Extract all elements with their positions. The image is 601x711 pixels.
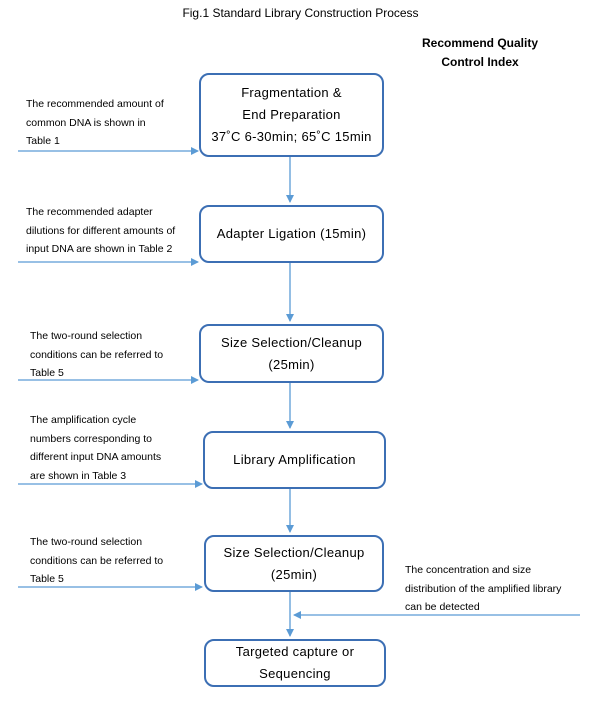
side-note-5-line-3: Table 5	[30, 573, 64, 585]
side-note-amplification-cycles: The amplification cycle numbers correspo…	[30, 411, 161, 485]
step-6-line-1: Targeted capture or	[235, 644, 355, 659]
step-1-line-3: 37˚C 6-30min; 65˚C 15min	[211, 129, 372, 144]
step-4-line-1: Library Amplification	[233, 452, 356, 467]
step-2-line-1: Adapter Ligation (15min)	[216, 226, 367, 241]
side-note-adapter-dilution: The recommended adapter dilutions for di…	[26, 203, 175, 259]
side-note-1-line-3: Table 1	[26, 135, 60, 147]
side-note-4-line-2: numbers corresponding to	[30, 432, 152, 445]
qc-heading: Recommend Quality Control Index	[405, 34, 555, 72]
side-note-4-line-1: The amplification cycle	[30, 414, 137, 426]
side-note-5-line-2: conditions can be referred to	[30, 554, 164, 567]
side-note-3-line-2: conditions can be referred to	[30, 348, 164, 361]
side-note-5-line-1: The two-round selection	[30, 536, 143, 548]
side-note-4-line-3: different input DNA amounts	[30, 451, 162, 463]
step-3-line-1: Size Selection/Cleanup	[220, 334, 363, 350]
step-3-line-2: (25min)	[268, 356, 315, 372]
side-note-1-line-2: common DNA is shown in	[26, 116, 146, 129]
side-note-4-line-4: are shown in Table 3	[30, 469, 127, 482]
qc-heading-line-1: Recommend Quality	[421, 36, 539, 50]
qc-note-line-3: can be detected	[405, 601, 480, 613]
qc-note-library-detection: The concentration and size distribution …	[405, 561, 561, 617]
step-1-line-1: Fragmentation &	[241, 85, 342, 100]
side-note-1-line-1: The recommended amount of	[26, 98, 164, 110]
side-note-dna-amount: The recommended amount of common DNA is …	[26, 95, 164, 151]
step-size-selection-2: Size Selection/Cleanup (25min)	[204, 535, 384, 592]
step-library-amplification: Library Amplification	[203, 431, 386, 489]
step-1-line-2: End Preparation	[242, 107, 341, 122]
side-note-3-line-3: Table 5	[30, 367, 64, 379]
side-note-2-line-2: dilutions for different amounts of	[26, 224, 176, 237]
step-adapter-ligation: Adapter Ligation (15min)	[199, 205, 384, 263]
step-targeted-capture: Targeted capture or Sequencing	[204, 639, 386, 687]
qc-heading-line-2: Control Index	[441, 55, 519, 69]
side-note-3-line-1: The two-round selection	[30, 330, 143, 342]
step-6-line-2: Sequencing	[259, 666, 331, 681]
side-note-selection-2: The two-round selection conditions can b…	[30, 533, 163, 589]
side-note-selection-1: The two-round selection conditions can b…	[30, 327, 163, 383]
step-5-line-2: (25min)	[270, 566, 318, 582]
step-fragmentation-end-prep: Fragmentation & End Preparation 37˚C 6-3…	[199, 73, 384, 157]
qc-note-line-1: The concentration and size	[405, 564, 532, 576]
step-5-line-1: Size Selection/Cleanup	[223, 544, 365, 560]
side-note-2-line-1: The recommended adapter	[26, 206, 153, 218]
qc-note-line-2: distribution of the amplified library	[405, 582, 562, 595]
figure-title: Fig.1 Standard Library Construction Proc…	[182, 6, 419, 20]
side-note-2-line-3: input DNA are shown in Table 2	[26, 243, 173, 255]
step-size-selection-1: Size Selection/Cleanup (25min)	[199, 324, 384, 383]
